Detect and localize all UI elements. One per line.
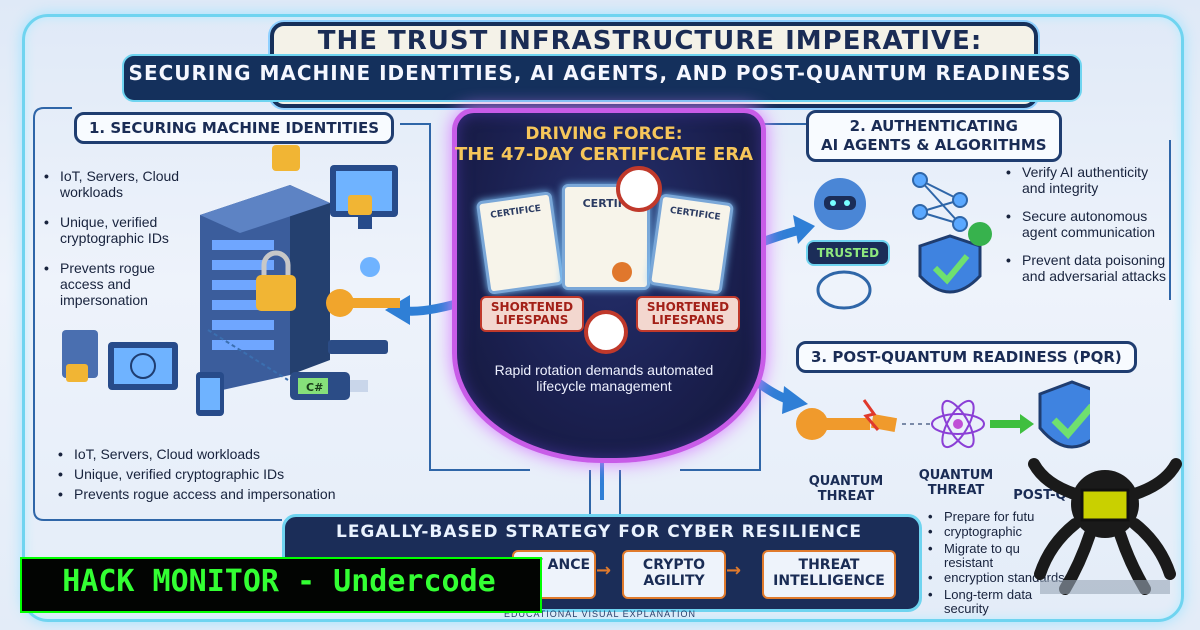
strategy-title: LEGALLY-BASED STRATEGY FOR CYBER RESILIE… [335, 522, 863, 542]
footer-caption: EDUCATIONAL VISUAL EXPLANATION [503, 609, 697, 619]
octopus-mascot-logo [1028, 458, 1182, 595]
bullet: Prepare for futu [928, 510, 1068, 525]
brand-banner [20, 557, 542, 613]
certificate-title: CERTIFICE [669, 205, 722, 223]
page-subtitle: SECURING MACHINE IDENTITIES, AI AGENTS, … [128, 61, 1072, 85]
usb-label: C# [306, 381, 323, 394]
padlock-icon [66, 364, 88, 382]
bullet: Unique, verified cryptographic IDs [44, 214, 194, 246]
certificate-left: CERTIFICE [475, 191, 565, 295]
neural-network-icon [912, 172, 968, 232]
shortened-lifespans-tag-left: SHORTENED LIFESPANS [480, 296, 584, 332]
shortened-lifespans-tag-right: SHORTENED LIFESPANS [636, 296, 740, 332]
bullet: Secure autonomous agent communication [1006, 208, 1166, 240]
bullet: Long-term data security [928, 588, 1068, 616]
bullet: Verify AI authenticity and integrity [1006, 164, 1166, 196]
certificate-right: CERTIFICE [647, 193, 735, 295]
trusted-badge: TRUSTED [806, 240, 890, 266]
pqr-illustration [796, 380, 1090, 449]
strategy-item-threat-intelligence: THREAT INTELLIGENCE [762, 550, 896, 599]
section1-label: 1. SECURING MACHINE IDENTITIES [74, 112, 395, 144]
quantum-threat-label: QUANTUM THREAT [918, 468, 994, 498]
clock-icon [584, 310, 628, 354]
server-rack-illustration [200, 145, 400, 395]
key-icon [326, 289, 354, 317]
section2-bullets: Verify AI authenticity and integrity Sec… [1006, 164, 1166, 296]
padlock-icon [256, 275, 296, 311]
certificate-title: CERTIFICE [489, 203, 542, 221]
bullet: IoT, Servers, Cloud workloads [44, 168, 194, 200]
bullet: Unique, verified cryptographic IDs [58, 466, 388, 482]
bullet: IoT, Servers, Cloud workloads [58, 446, 388, 462]
arrow-icon: → [726, 560, 742, 581]
ssd-icon [328, 340, 388, 354]
driving-force-heading: DRIVING FORCE: [525, 124, 683, 144]
devices-illustration: C# [62, 329, 388, 416]
shield-check-icon [1038, 380, 1090, 449]
bullet: Prevents rogue access and impersonation [58, 486, 388, 502]
section1-bullets-bottom: IoT, Servers, Cloud workloads Unique, ve… [58, 446, 388, 506]
bullet-continued: cryptographic [928, 525, 1068, 540]
certificate-title: CERTIFI [582, 197, 630, 210]
brand-text: HACK MONITOR - Undercode [62, 564, 496, 599]
arrow-icon: → [596, 560, 612, 581]
brain-icon [816, 270, 872, 310]
seal-icon [612, 262, 632, 282]
globe-icon [130, 353, 156, 379]
rotation-description: Rapid rotation demands automated lifecyc… [494, 362, 714, 394]
bullet: Prevent data poisoning and adversarial a… [1006, 252, 1166, 284]
check-icon [968, 222, 992, 246]
clock-icon [616, 166, 662, 212]
bullet: Prevents rogue access and impersonation [44, 260, 194, 308]
strategy-item-crypto-agility: CRYPTO AGILITY [622, 550, 726, 599]
shield-check-icon [918, 234, 982, 294]
subtitle-banner [122, 54, 1082, 102]
monitor-icon [1080, 488, 1130, 522]
quantum-threat-label: QUANTUM THREAT [808, 474, 884, 504]
section2-label-line1: 2. AUTHENTICATING [849, 117, 1018, 135]
key-icon [796, 408, 828, 440]
ai-illustration [814, 172, 992, 310]
break-icon [862, 399, 880, 431]
section3-label: 3. POST-QUANTUM READINESS (PQR) [796, 341, 1137, 373]
section2-label: 2. AUTHENTICATING AI AGENTS & ALGORITHMS [806, 110, 1062, 162]
section2-label-line2: AI AGENTS & ALGORITHMS [821, 136, 1047, 154]
outer-frame [22, 14, 1184, 622]
section1-bullets-top: IoT, Servers, Cloud workloads Unique, ve… [44, 168, 194, 322]
page-title: THE TRUST INFRASTRUCTURE IMPERATIVE: [317, 26, 983, 56]
certificate-era-heading: THE 47-DAY CERTIFICATE ERA [454, 144, 754, 165]
padlock-icon [272, 145, 300, 171]
atom-icon [931, 413, 985, 435]
left-panel-border [33, 118, 282, 521]
section3-bullets: Prepare for futu cryptographic Migrate t… [928, 510, 1068, 630]
bullet: Migrate to qu resistant [928, 542, 1068, 570]
